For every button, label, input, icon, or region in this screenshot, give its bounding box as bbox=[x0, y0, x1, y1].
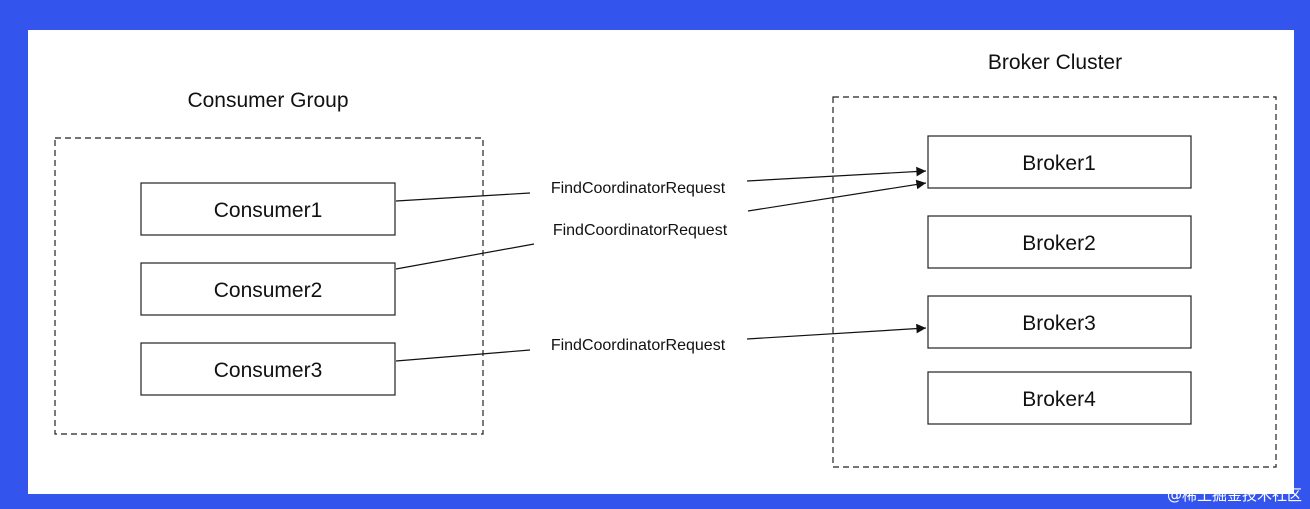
watermark-text: @稀土掘金技术社区 bbox=[1166, 486, 1302, 504]
edge2-arrow bbox=[747, 179, 927, 212]
edge3-label: FindCoordinatorRequest bbox=[551, 337, 726, 354]
broker4-node bbox=[927, 371, 1192, 425]
edge1-arrow bbox=[746, 166, 927, 182]
consumer-group-title: Consumer Group bbox=[187, 89, 348, 112]
broker1-label: Broker1 bbox=[1022, 152, 1096, 175]
edge3-segment-a bbox=[395, 349, 531, 362]
consumer1-label: Consumer1 bbox=[214, 199, 323, 222]
edge2-segment-a bbox=[395, 243, 535, 270]
broker-cluster-container bbox=[832, 96, 1277, 468]
consumer3-label: Consumer3 bbox=[214, 359, 323, 382]
broker2-label: Broker2 bbox=[1022, 232, 1096, 255]
edge1-label: FindCoordinatorRequest bbox=[551, 180, 726, 197]
broker1-node bbox=[927, 135, 1192, 189]
edge1-segment-a bbox=[395, 192, 531, 202]
broker3-label: Broker3 bbox=[1022, 312, 1096, 335]
consumer1-node bbox=[140, 182, 396, 236]
consumer2-node bbox=[140, 262, 396, 316]
edge3-arrow bbox=[746, 323, 927, 340]
broker4-label: Broker4 bbox=[1022, 388, 1096, 411]
consumer2-label: Consumer2 bbox=[214, 279, 323, 302]
edge2-label: FindCoordinatorRequest bbox=[553, 222, 728, 239]
consumer-group-container bbox=[54, 137, 484, 435]
broker-cluster-title: Broker Cluster bbox=[988, 51, 1122, 74]
consumer3-node bbox=[140, 342, 396, 396]
broker2-node bbox=[927, 215, 1192, 269]
broker3-node bbox=[927, 295, 1192, 349]
